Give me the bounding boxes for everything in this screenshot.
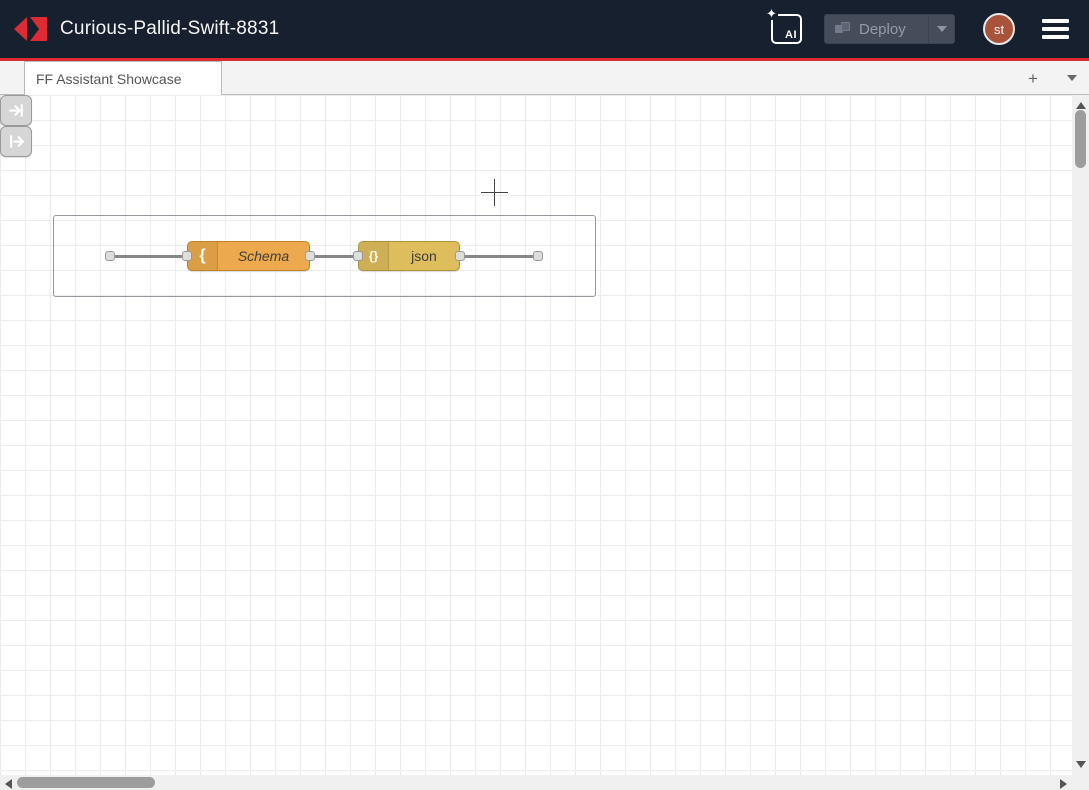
add-flow-button[interactable]: +: [1028, 69, 1038, 88]
hamburger-bar: [1042, 35, 1069, 39]
output-port[interactable]: [455, 251, 465, 261]
scroll-up-icon[interactable]: [1076, 102, 1086, 109]
user-avatar[interactable]: st: [983, 13, 1015, 45]
vertical-scroll-thumb[interactable]: [1075, 110, 1086, 168]
link-in-icon: [8, 104, 23, 117]
header-actions: ✦ AI Deploy st: [765, 7, 1075, 45]
chevron-down-icon: [936, 26, 947, 32]
ai-label: AI: [785, 29, 797, 41]
node-link-in[interactable]: [0, 95, 32, 126]
deploy-icon: [835, 21, 852, 37]
vertical-scrollbar[interactable]: [1072, 95, 1089, 775]
json-braces-icon: {}: [359, 242, 389, 270]
horizontal-scroll-thumb[interactable]: [17, 777, 155, 788]
link-out-icon: [9, 135, 24, 148]
hamburger-bar: [1042, 27, 1069, 31]
tab-label: FF Assistant Showcase: [36, 70, 182, 87]
input-port[interactable]: [182, 251, 192, 261]
deploy-label: Deploy: [859, 20, 906, 38]
horizontal-scrollbar[interactable]: [0, 775, 1072, 790]
avatar-initials: st: [993, 21, 1005, 37]
output-port[interactable]: [305, 251, 315, 261]
hamburger-bar: [1042, 19, 1069, 23]
flow-list-button[interactable]: [1067, 75, 1077, 81]
sparkle-icon: ✦: [765, 6, 778, 21]
scrollbar-corner: [1072, 775, 1089, 790]
output-port[interactable]: [105, 251, 115, 261]
input-port[interactable]: [353, 251, 363, 261]
tab-ff-assistant-showcase[interactable]: FF Assistant Showcase: [24, 61, 222, 95]
input-port[interactable]: [533, 251, 543, 261]
scroll-right-icon[interactable]: [1060, 779, 1067, 789]
flow-tab-bar: FF Assistant Showcase +: [0, 61, 1089, 95]
wire[interactable]: [108, 255, 188, 258]
flowfuse-logo-icon[interactable]: [14, 14, 48, 44]
flow-canvas[interactable]: { Schema {} json: [0, 95, 1072, 775]
wire[interactable]: [308, 255, 360, 258]
deploy-button[interactable]: Deploy: [824, 14, 955, 44]
ai-assistant-button[interactable]: ✦ AI: [765, 7, 802, 44]
scroll-down-icon[interactable]: [1076, 761, 1086, 768]
scroll-left-icon[interactable]: [5, 779, 12, 789]
node-schema[interactable]: { Schema: [187, 241, 310, 271]
node-label: json: [411, 248, 437, 264]
node-link-out[interactable]: [0, 126, 32, 157]
main-menu-button[interactable]: [1042, 19, 1069, 39]
schema-brace-icon: {: [188, 242, 218, 270]
header: Curious-Pallid-Swift-8831 ✦ AI Deploy st: [0, 0, 1089, 61]
node-json[interactable]: {} json: [358, 241, 460, 271]
crosshair-cursor: [481, 192, 508, 193]
wire[interactable]: [458, 255, 540, 258]
node-label: Schema: [237, 248, 290, 264]
deploy-options-button[interactable]: [928, 14, 954, 44]
instance-title: Curious-Pallid-Swift-8831: [60, 18, 280, 39]
